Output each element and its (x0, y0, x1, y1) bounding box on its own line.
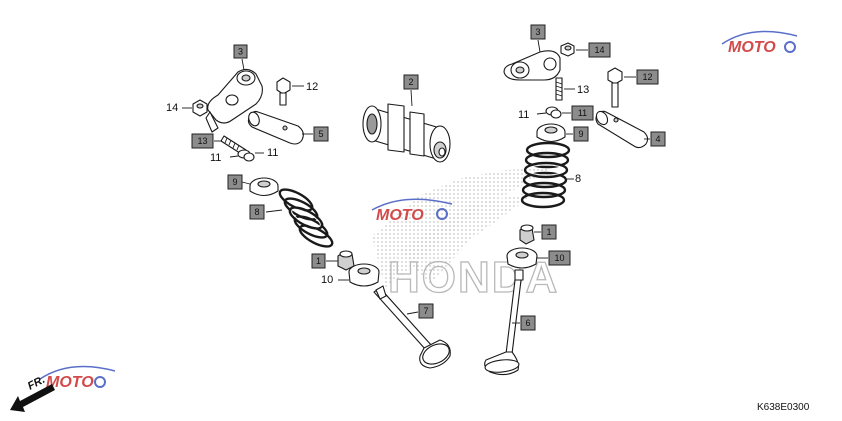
svg-text:3: 3 (238, 47, 243, 57)
label-left-clip-b: 11 (267, 147, 278, 159)
callout-right-nut: 14 (588, 42, 611, 58)
moto-logo-bottom-left: MOTO (39, 365, 116, 391)
left-bolt (276, 77, 291, 106)
left-intake-valve (373, 285, 451, 369)
right-valve-spring (520, 141, 571, 209)
right-adjuster-screw (555, 77, 563, 101)
label-right-clip: 11 (518, 109, 529, 121)
svg-text:14: 14 (594, 45, 604, 55)
left-valve-clips (237, 149, 255, 162)
callout-right-seat: 10 (548, 250, 571, 266)
left-rocker-shaft (247, 110, 304, 145)
callout-right-shaft: 4 (650, 131, 666, 147)
arrow-left-icon (10, 384, 55, 412)
honda-watermark: HONDA (372, 168, 558, 303)
callout-right-seal: 1 (541, 224, 557, 240)
svg-text:9: 9 (578, 129, 583, 139)
svg-text:2: 2 (408, 77, 413, 87)
moto-logo-center: MOTO (371, 198, 453, 224)
label-left-seat: 10 (321, 274, 333, 286)
svg-text:6: 6 (525, 318, 530, 328)
label-left-bolt: 12 (306, 81, 318, 93)
callout-left-valve: 7 (418, 303, 434, 319)
left-rocker-arm (205, 68, 263, 133)
label-left-clip-a: 11 (210, 152, 221, 164)
left-valve-seal (337, 250, 355, 271)
svg-text:10: 10 (554, 253, 564, 263)
callout-right-rocker-arm: 3 (530, 24, 546, 40)
svg-text:12: 12 (642, 72, 652, 82)
callout-camshaft: 2 (403, 74, 419, 90)
svg-text:7: 7 (423, 306, 428, 316)
moto-logo-top-right: MOTO (721, 30, 798, 56)
svg-text:3: 3 (535, 27, 540, 37)
svg-text:9: 9 (232, 177, 237, 187)
right-bolt (607, 67, 623, 108)
logo-text: MOTO (376, 207, 424, 224)
label-right-adjuster-screw: 13 (577, 84, 589, 96)
svg-text:4: 4 (655, 134, 660, 144)
right-rocker-shaft (595, 110, 649, 149)
callout-left-seal: 1 (311, 253, 326, 269)
svg-text:1: 1 (316, 256, 321, 266)
callout-left-spring: 8 (249, 204, 265, 220)
left-spring-seat (348, 263, 380, 287)
svg-text:13: 13 (197, 136, 207, 146)
callout-right-valve: 6 (520, 315, 536, 331)
callout-right-clip: 11 (571, 105, 594, 121)
callout-left-shaft: 5 (313, 126, 329, 142)
left-nut (192, 99, 208, 117)
left-spring-retainer (249, 177, 279, 197)
logo-text: MOTO (46, 374, 94, 391)
callout-left-rocker-arm: 3 (233, 44, 248, 59)
svg-text:5: 5 (318, 129, 323, 139)
right-exhaust-valve (484, 269, 524, 376)
callout-right-bolt: 12 (636, 69, 659, 85)
callout-right-retainer: 9 (573, 126, 589, 142)
camshaft (362, 103, 451, 163)
right-valve-seal (519, 224, 535, 245)
svg-text:1: 1 (546, 227, 551, 237)
callout-left-retainer: 9 (227, 174, 243, 190)
right-spring-seat (506, 247, 538, 269)
right-rocker-arm (503, 50, 561, 81)
right-spring-retainer (536, 123, 566, 143)
label-right-spring: 8 (575, 173, 581, 185)
callout-left-adjuster-screw: 13 (191, 133, 214, 149)
right-nut (560, 42, 575, 57)
right-valve-clips (545, 106, 562, 119)
svg-text:8: 8 (254, 207, 259, 217)
svg-text:11: 11 (578, 108, 587, 118)
diagram-code: K638E0300 (757, 402, 810, 413)
left-valve-spring (278, 188, 334, 248)
label-left-nut: 14 (166, 102, 178, 114)
logo-text: MOTO (728, 39, 776, 56)
